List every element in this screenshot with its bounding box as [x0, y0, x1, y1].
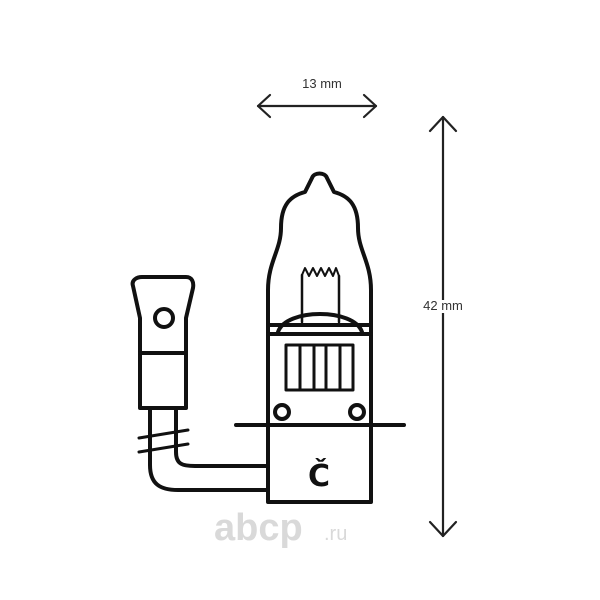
width-dimension: 13 mm: [256, 76, 378, 119]
watermark-logo: abcp .ru: [214, 507, 347, 549]
glass-envelope: [266, 171, 373, 327]
height-dimension: 42 mm: [420, 115, 466, 538]
cable-inner: [174, 406, 270, 468]
width-label: 13 mm: [302, 76, 342, 91]
height-label: 42 mm: [423, 298, 463, 313]
base-grille: [284, 343, 355, 392]
terminal-hole: [153, 307, 175, 329]
rivet-left: [273, 403, 291, 421]
terminal-connector: [130, 275, 196, 410]
bulb-illustration: [130, 171, 406, 504]
cable-outer: [148, 406, 270, 492]
lower-socket: [266, 423, 373, 504]
watermark-suffix: .ru: [324, 523, 347, 545]
cable-band-1: [137, 428, 190, 440]
height-arrow: [428, 115, 458, 538]
base-housing: [266, 323, 373, 427]
socket-marking: Č: [308, 457, 330, 494]
rivet-right: [348, 403, 366, 421]
cable-band-2: [137, 442, 190, 454]
watermark-brand: abcp: [214, 507, 303, 549]
width-arrow: [256, 93, 378, 119]
filament: [301, 267, 340, 277]
